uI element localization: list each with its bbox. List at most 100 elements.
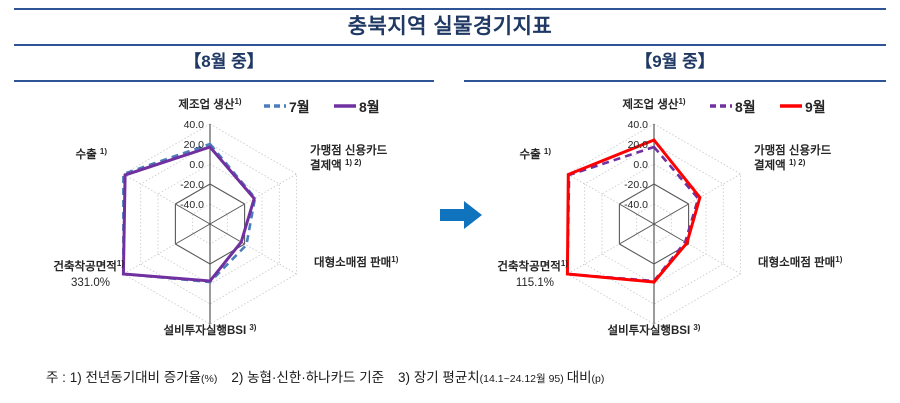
category-label-sup: 3) [249,323,256,332]
radar-category-label-5: 수출 1) [76,147,108,162]
radar-spoke-inner [175,203,211,225]
radar-ring [584,143,724,305]
radar-tick-label: 20.0 [184,139,205,151]
radar-tick-label: 0.0 [633,159,648,171]
radar-spoke [653,223,741,275]
category-label-text-line2: 결제액 1) 2) [754,158,806,173]
category-label-sup: 1) [117,259,124,268]
panel-rule-left [14,80,434,82]
category-label-text: 설비투자실행BSI 3) [608,323,701,338]
footnote-2-number: 2) [231,370,248,385]
category-label-text: 설비투자실행BSI 3) [164,323,257,338]
category-value-label: 115.1% [516,277,554,289]
panel-rule-right [464,80,886,82]
radar-grid [123,123,298,325]
radar-category-label-5: 수출 1) [520,147,552,162]
title-rule-top [14,8,886,10]
radar-spoke [653,173,741,225]
footnote-1-text: 전년동기대비 증가율 [85,370,201,385]
radar-legend: 7월 8월 [264,99,380,115]
footnote-1-number: 1) [69,370,86,385]
footnote-3-unit: (p) [591,373,605,385]
radar-series-8월 [121,145,256,283]
page-title: 충북지역 실물경기지표 [347,15,553,38]
radar-spoke-inner [175,223,211,245]
radar-spoke-inner [619,223,655,245]
category-label-sup: 1) [391,255,398,264]
panel-header-september: 【9월 중】 [635,52,715,71]
footnote-prefix: 주 : [46,370,70,385]
category-label-text: 수출 1) [520,147,552,162]
category-label-sup: 1) [544,147,551,156]
footnote: 주 : 1) 전년동기대비 증가율(%) 2) 농협·신한·하나카드 기준 3) 장… [46,368,876,389]
radar-category-label-2: 대형소매점 판매1) [314,255,399,270]
category-label-sup: 1) 2) [789,158,806,167]
radar-category-label-4: 건축착공면적1) 331.0% [53,259,124,290]
radar-tick-label: 40.0 [628,119,649,131]
footnote-3-number: 3) [398,370,414,385]
legend-label-7월: 7월 [289,99,310,115]
radar-tick-label: -40.0 [180,199,204,211]
radar-spoke [209,223,297,275]
radar-tick-label: -20.0 [180,179,204,191]
radar-spoke-inner [209,203,245,225]
legend-label-8월: 8월 [359,99,380,115]
category-label-text: 건축착공면적1) [497,259,568,274]
radar-spoke [123,223,211,275]
category-label-sup: 3) [693,323,700,332]
category-label-text: 제조업 생산1) [178,97,242,112]
radar-tick-label: 0.0 [189,159,204,171]
category-label-sup: 1) [234,97,241,106]
footnote-3-tail: 대비 [566,370,592,385]
radar-spoke-inner [653,203,689,225]
radar-spoke-inner [209,223,245,245]
footnote-2-text: 농협·신한·하나카드 기준 [247,370,385,385]
radar-ring [140,143,280,305]
radar-tick-label: -40.0 [624,199,648,211]
radar-spoke-inner [619,203,655,225]
footnote-3-range: (14.1~24.12월 95) [479,373,567,385]
radar-spoke [567,223,655,275]
arrow-right-icon [440,198,484,232]
radar-category-label-0: 제조업 생산1) [622,97,686,112]
radar-series-9월 [565,138,702,284]
radar-category-label-0: 제조업 생산1) [178,97,242,112]
title-rule-bottom [14,44,886,46]
category-label-text: 가맹점 신용카드 [754,143,832,157]
footnote-3-text: 장기 평균치 [413,370,480,385]
radar-category-label-3: 설비투자실행BSI 3) [164,323,257,338]
category-label-sup: 1) [561,259,568,268]
category-label-text: 제조업 생산1) [622,97,686,112]
category-label-sup: 1) [678,97,685,106]
radar-category-label-4: 건축착공면적1) 115.1% [497,259,568,290]
panel-header-august: 【8월 중】 [184,52,264,71]
category-label-text: 대형소매점 판매1) [758,255,843,270]
footnote-1-unit: (%) [200,373,218,385]
legend-label-8월: 8월 [735,99,756,115]
radar-spoke [567,173,655,225]
radar-grid [567,123,742,325]
category-label-text-line2: 결제액 1) 2) [310,158,362,173]
category-label-sup: 1) [835,255,842,264]
category-label-text: 가맹점 신용카드 [310,143,388,157]
category-label-sup: 1) [100,147,107,156]
category-label-text: 대형소매점 판매1) [314,255,399,270]
radar-spoke [123,173,211,225]
radar-category-label-3: 설비투자실행BSI 3) [608,323,701,338]
arrow-right-glyph [440,201,482,229]
radar-chart-august-svg: 40.0 20.0 0.0 -20.0 -40.0 제조업 생산1) 가맹점 신용카드결제액… [53,97,399,338]
radar-tick-label: 20.0 [628,139,649,151]
category-value-label: 331.0% [71,277,110,289]
radar-spoke-inner [653,223,689,245]
radar-tick-label: 40.0 [184,119,205,131]
category-label-text: 건축착공면적1) [53,259,124,274]
category-label-text: 수출 1) [76,147,108,162]
category-label-sup: 1) 2) [345,158,362,167]
